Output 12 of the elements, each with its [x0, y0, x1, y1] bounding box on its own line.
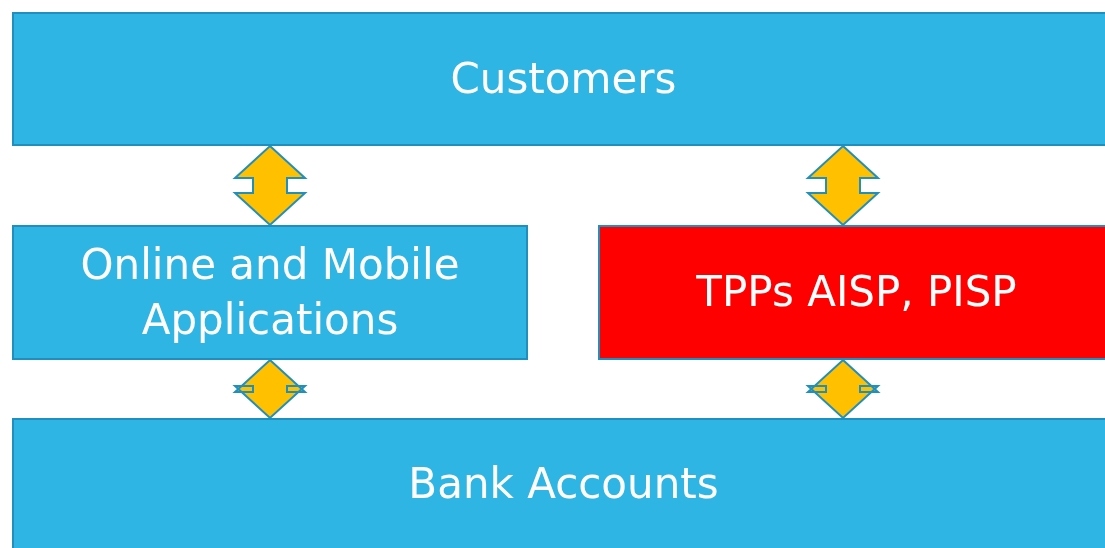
box-label: Online and Mobile Applications	[79, 238, 461, 346]
double-arrow	[805, 358, 881, 420]
process-box	[598, 225, 1105, 360]
box-label: Customers	[450, 52, 677, 105]
process-box	[12, 225, 528, 360]
process-box	[12, 12, 1105, 146]
box-label: TPPs AISP, PISP	[696, 266, 1017, 319]
double-arrow	[232, 144, 308, 227]
double-arrow	[805, 144, 881, 227]
process-box	[12, 418, 1105, 548]
box-label: Bank Accounts	[408, 457, 719, 510]
double-arrow	[232, 358, 308, 420]
